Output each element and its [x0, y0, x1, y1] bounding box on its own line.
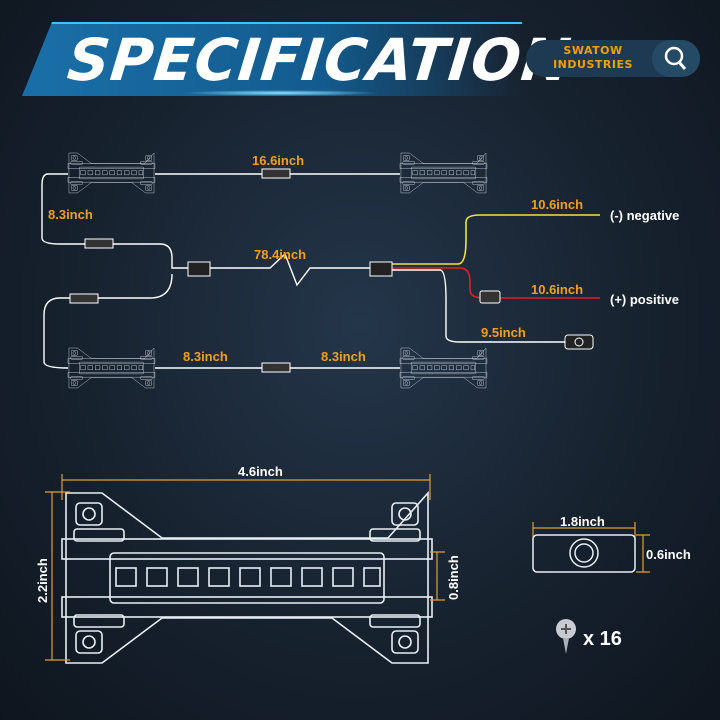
fuse-holder	[479, 290, 501, 304]
pod-length: 4.6inch	[238, 464, 283, 479]
connector	[261, 362, 291, 373]
light-pod	[399, 347, 488, 389]
positive-wire	[390, 267, 600, 299]
brand-line-1: SWATOW	[563, 44, 623, 57]
top-link-length: 16.6inch	[252, 153, 304, 168]
pod-height: 2.2inch	[35, 558, 50, 603]
connector	[187, 261, 211, 277]
search-button[interactable]	[652, 40, 700, 77]
brand-line-2: INDUSTRIES	[553, 58, 633, 71]
light-pod	[67, 347, 156, 389]
connector	[84, 238, 114, 249]
connector	[369, 261, 393, 277]
light-pod	[67, 152, 156, 194]
brand-logo: SWATOW INDUSTRIES	[526, 40, 700, 77]
bottom-left-length: 8.3inch	[183, 349, 228, 364]
strip-height: 0.8inch	[446, 555, 461, 600]
positive-label: (+) positive	[610, 292, 679, 307]
light-pod	[399, 152, 488, 194]
banner-glow	[180, 90, 380, 96]
switch-height: 0.6inch	[646, 547, 691, 562]
brand-name: SWATOW INDUSTRIES	[538, 44, 648, 72]
dimension-lines	[45, 474, 650, 661]
main-cable-length: 78.4inch	[254, 247, 306, 262]
left-link-length: 8.3inch	[48, 207, 93, 222]
negative-wire	[390, 214, 600, 265]
screw-count: x 16	[583, 628, 622, 650]
pod-dimension-drawing	[61, 492, 433, 664]
connector	[261, 168, 291, 179]
screw-icon	[556, 619, 576, 654]
connector	[69, 293, 99, 304]
positive-wire-length: 10.6inch	[531, 282, 583, 297]
negative-wire-length: 10.6inch	[531, 197, 583, 212]
negative-label: (-) negative	[610, 208, 679, 223]
switch-length: 1.8inch	[560, 514, 605, 529]
switch-drawing	[532, 534, 636, 573]
switch-wire-length: 9.5inch	[481, 325, 526, 340]
search-icon	[664, 46, 687, 70]
title-banner	[22, 22, 522, 96]
bottom-right-length: 8.3inch	[321, 349, 366, 364]
switch-icon	[564, 334, 594, 350]
